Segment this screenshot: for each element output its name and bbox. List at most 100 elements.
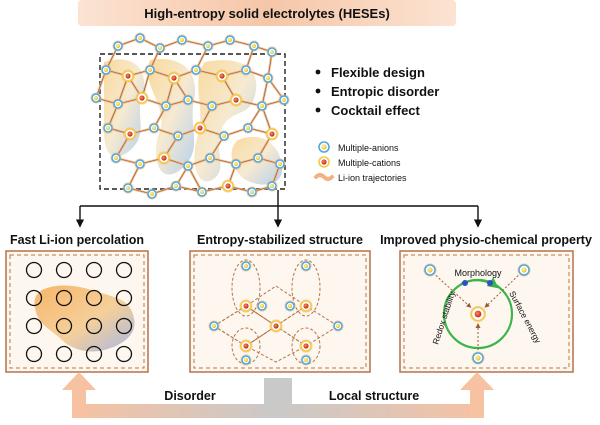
anion-atom <box>242 122 254 134</box>
atom-core <box>277 161 283 167</box>
anion-atom <box>423 263 437 277</box>
middle-panel <box>189 250 371 373</box>
branch-arrows <box>75 190 483 228</box>
feature-list: Flexible design Entropic disorder Cockta… <box>315 65 439 118</box>
right-panel-inner-frame <box>403 254 570 369</box>
atom-core <box>173 183 179 189</box>
legend-trajectory-label: Li-ion trajectories <box>338 173 407 183</box>
atom-core <box>209 103 215 109</box>
site-circle <box>85 261 103 279</box>
atom-core <box>137 35 143 41</box>
cation-legend-icon <box>318 156 330 168</box>
anion-atom <box>248 40 260 52</box>
trajectory-legend-icon <box>314 173 334 181</box>
atom-core <box>211 323 217 329</box>
anion-atom <box>148 122 160 134</box>
atom-core <box>269 49 275 55</box>
atom-core <box>227 37 233 43</box>
feature-item: Entropic disorder <box>331 84 439 99</box>
cation-atom <box>269 319 283 333</box>
anion-atom <box>182 94 194 106</box>
atom-core <box>233 97 239 103</box>
atom-core <box>185 163 191 169</box>
atom-core <box>303 357 309 363</box>
anion-atom <box>202 40 214 52</box>
anion-atom <box>240 64 252 76</box>
site-circle <box>85 289 103 307</box>
site-circle <box>55 317 73 335</box>
morphology-dot <box>462 280 468 286</box>
percolation-sites <box>25 261 133 363</box>
atom-core <box>157 45 163 51</box>
site-circle <box>55 261 73 279</box>
anion-atom <box>90 92 102 104</box>
anion-atom <box>278 94 290 106</box>
morphology-dot <box>487 280 493 286</box>
atom-core <box>233 161 239 167</box>
atom-core <box>185 97 191 103</box>
atom-core <box>193 67 199 73</box>
atom-core <box>269 131 275 137</box>
atom-core <box>249 189 255 195</box>
legend: Multiple-anions Multiple-cations Li-ion … <box>314 141 407 183</box>
anion-atom <box>122 182 134 194</box>
atom-core <box>225 183 231 189</box>
atom-core <box>303 343 309 349</box>
coordination-ellipse <box>291 259 321 317</box>
atom-core <box>475 355 481 361</box>
anion-atom <box>300 260 312 272</box>
left-panel <box>5 250 149 373</box>
atom-core <box>205 43 211 49</box>
anion-atom <box>110 152 122 164</box>
atom-core <box>251 43 257 49</box>
atom-core <box>474 310 482 318</box>
blob <box>194 60 257 182</box>
lattice-network <box>90 32 290 200</box>
anion-atom <box>256 300 268 312</box>
atom-core <box>147 67 153 73</box>
anion-atom <box>204 152 216 164</box>
atom-core <box>125 185 131 191</box>
anion-atom <box>160 100 172 112</box>
entropy-structure <box>208 259 344 366</box>
left-up-arrowhead <box>62 372 96 390</box>
site-circle <box>85 345 103 363</box>
atom-core <box>303 263 309 269</box>
bullet <box>315 69 321 75</box>
atom-core <box>245 125 251 131</box>
atom-core <box>137 161 143 167</box>
site-circle <box>115 317 133 335</box>
cation-atom <box>469 305 487 323</box>
atom-core <box>243 67 249 73</box>
structure-bond <box>213 305 277 347</box>
atom-core <box>243 343 249 349</box>
title-banner <box>78 0 456 26</box>
anion-atom <box>230 158 242 170</box>
lattice-illustration <box>90 32 290 200</box>
atom-core <box>303 303 309 309</box>
bottom-flow: Disorder Local structure <box>62 372 494 418</box>
cation-atom <box>121 69 135 83</box>
right-up-arrowhead <box>460 372 494 390</box>
atom-core <box>427 267 433 273</box>
anion-atom <box>274 158 286 170</box>
anion-atom <box>154 42 166 54</box>
disorder-label: Disorder <box>164 389 216 403</box>
cation-atom <box>299 339 313 353</box>
anion-atom <box>266 180 278 192</box>
property-atoms <box>423 263 531 365</box>
anion-atom <box>134 158 146 170</box>
atom-core <box>149 191 155 197</box>
atom-core <box>259 103 265 109</box>
atom-core <box>93 95 99 101</box>
right-panel: Morphology Surface energy Redox stabilit… <box>399 250 574 373</box>
anion-atom <box>196 186 208 198</box>
atom-core <box>103 67 109 73</box>
atom-core <box>115 43 121 49</box>
anion-atom <box>112 98 124 110</box>
atom-core <box>207 155 213 161</box>
anion-atom <box>208 320 220 332</box>
morphology-label: Morphology <box>454 268 502 278</box>
cation-atom <box>239 299 253 313</box>
